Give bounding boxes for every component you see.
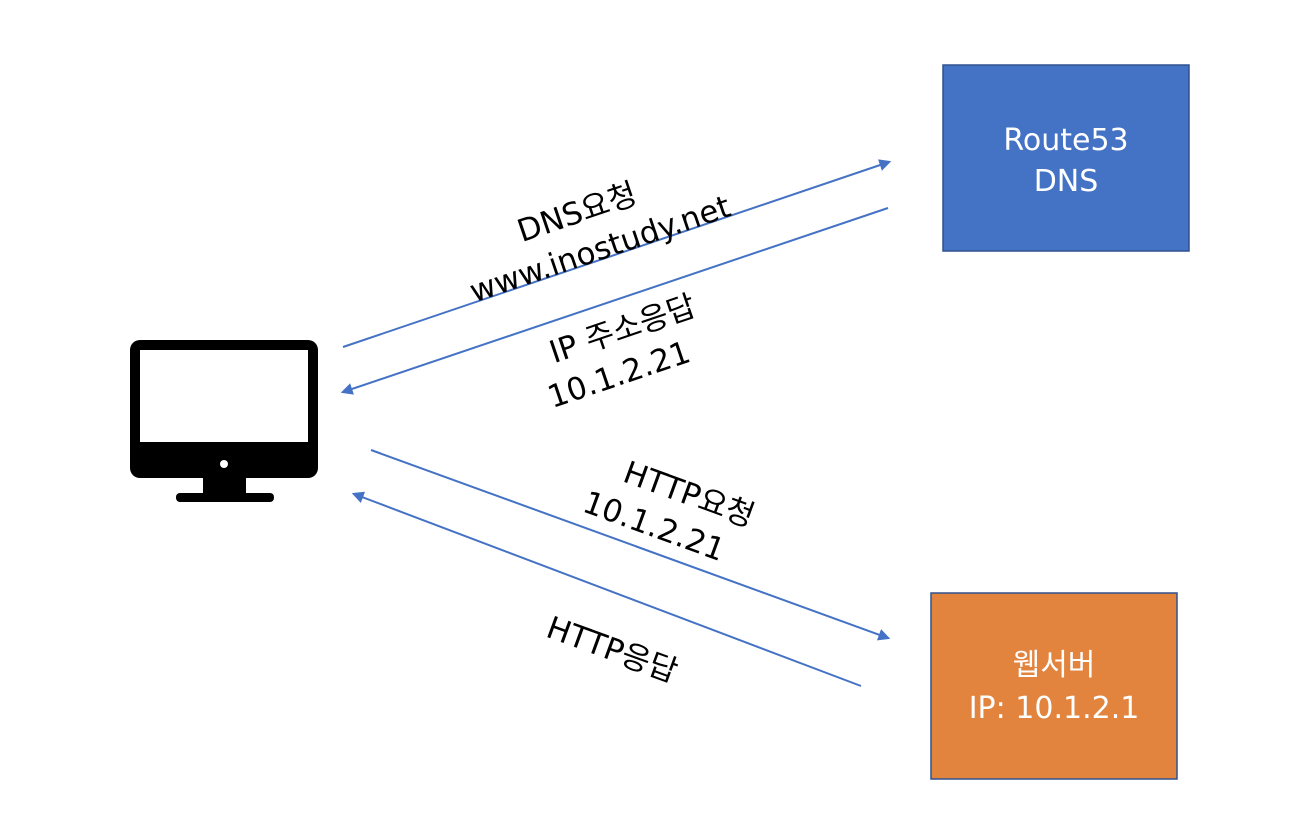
dns-response-label: IP 주소응답 10.1.2.21 [543, 288, 700, 416]
dns-response-arrow [340, 207, 889, 395]
http-response-arrow [351, 491, 862, 687]
desktop-computer-icon [130, 340, 318, 502]
web-server-label-line2: IP: 10.1.2.1 [969, 691, 1140, 726]
web-server-label-line1: 웹서버 [1013, 648, 1096, 683]
dns-request-arrow [342, 159, 892, 348]
http-request-arrow [370, 449, 891, 641]
dns-request-label: DNS요청 www.inostudy.net [465, 176, 735, 310]
http-response-label-line1: HTTP응답 [542, 610, 682, 690]
dns-server-label-line1: Route53 [1003, 123, 1128, 158]
dns-server-label-line2: DNS [1034, 164, 1099, 199]
http-response-label: HTTP응답 [542, 610, 682, 690]
web-server-box: 웹서버 IP: 10.1.2.1 [930, 592, 1178, 780]
dns-server-box: Route53 DNS [942, 64, 1190, 252]
http-request-label: HTTP요청 10.1.2.21 [578, 455, 759, 569]
